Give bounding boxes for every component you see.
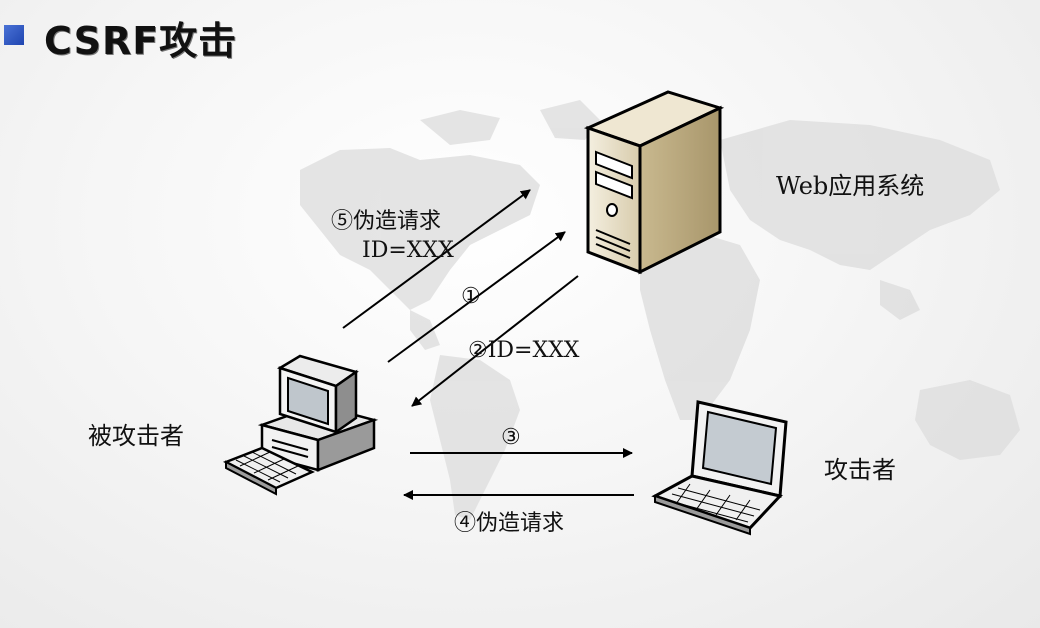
title-bullet <box>4 25 24 45</box>
arrow-1-label: ① <box>461 284 481 309</box>
arrow-1-login <box>387 231 566 363</box>
arrow-2-label: ②ID=XXX <box>468 338 580 363</box>
arrow-5-label: ⑤伪造请求 <box>331 209 442 234</box>
arrow-4-label: ④伪造请求 <box>454 511 565 536</box>
attacker-label: 攻击者 <box>824 456 896 484</box>
arrow-2-session-id <box>411 275 579 407</box>
arrow-5-sublabel: ID=XXX <box>362 238 454 263</box>
victim-label: 被攻击者 <box>88 422 184 450</box>
page-title: CSRF攻击 <box>44 19 238 63</box>
server-label: Web应用系统 <box>776 172 925 200</box>
arrow-5-forged-request <box>342 189 531 329</box>
arrow-3-label: ③ <box>501 425 521 450</box>
